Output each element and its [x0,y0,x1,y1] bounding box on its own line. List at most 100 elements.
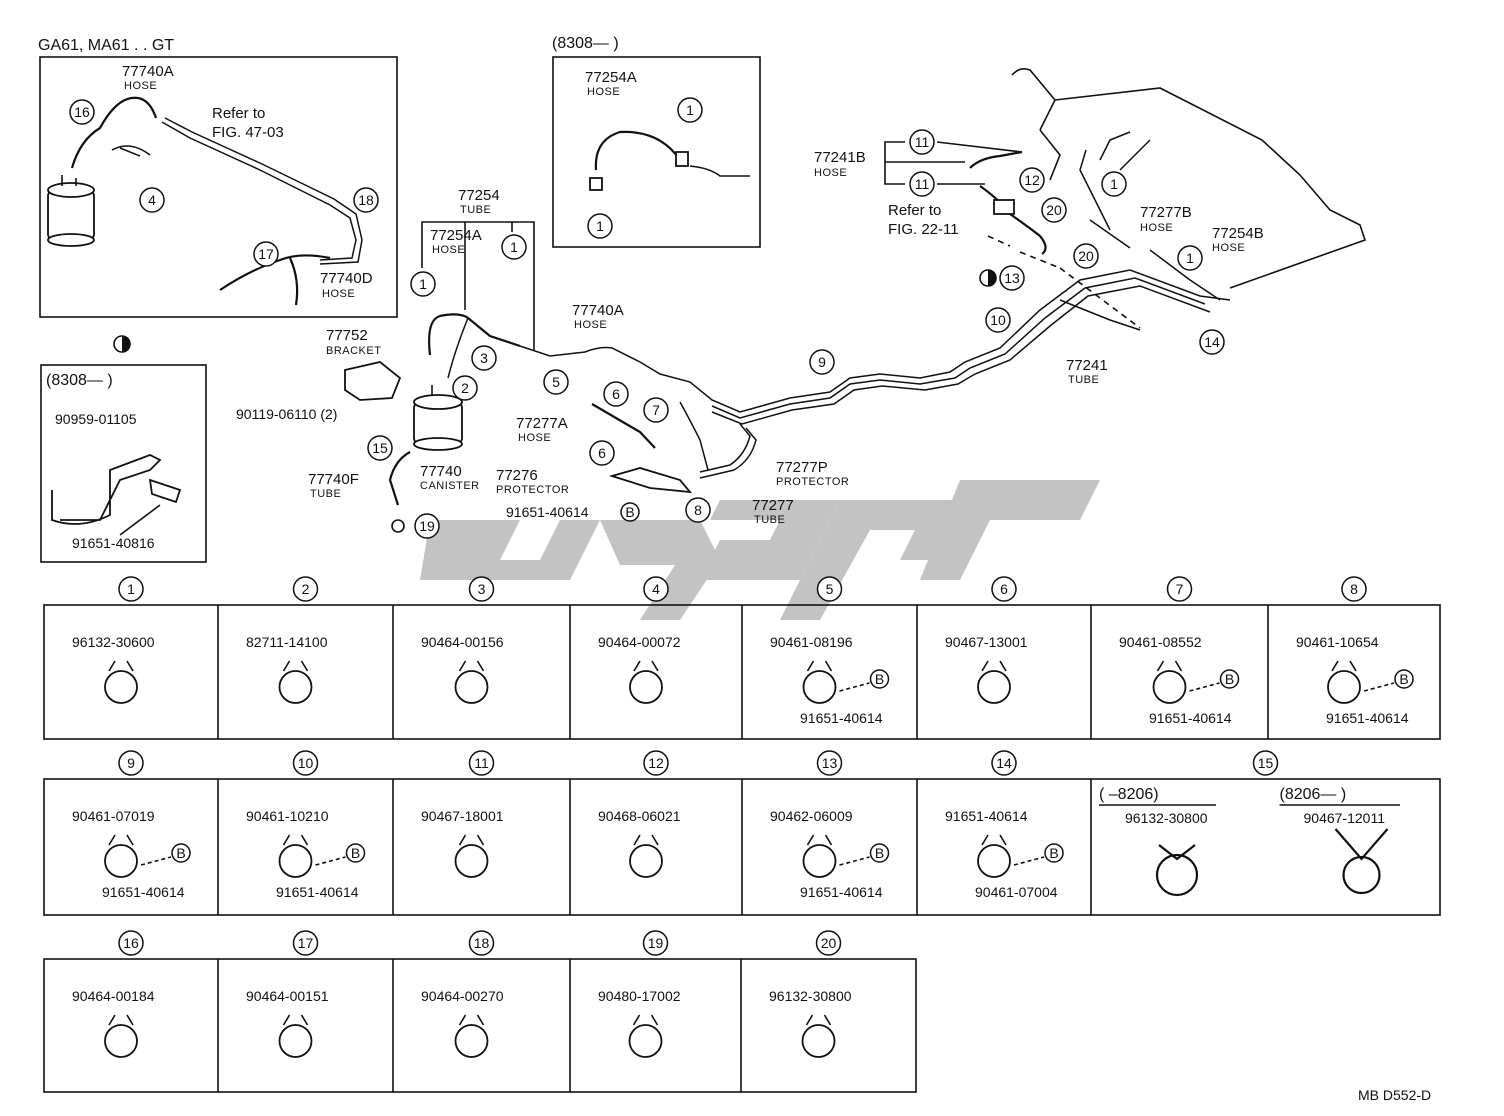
bolt-label: 90119-06110 (2) [236,406,337,422]
hose-77277a-label: 77277A [516,415,568,432]
callout-18: 18 [353,187,379,213]
svg-text:7: 7 [652,402,660,418]
table-callout-8: 8 [1341,576,1367,602]
table-callout-12: 12 [643,750,669,776]
callout-17: 17 [253,241,279,267]
part-number: 90468-06021 [598,808,681,824]
svg-text:10: 10 [990,312,1006,328]
callout-19: 19 [391,513,440,539]
callout-1c: 1 [410,271,436,297]
left-small-inset: (8308— ) 90959-01105 91651-40816 [40,335,207,563]
part-number: 90464-00270 [421,988,504,1004]
svg-text:14: 14 [1204,334,1220,350]
part-number: 90464-00184 [72,988,155,1004]
callout-5: 5 [543,369,569,395]
svg-text:17: 17 [298,935,314,951]
svg-text:8: 8 [1350,581,1358,597]
table-cell-16: 90464-00184 [72,988,155,1058]
table-callout-7: 7 [1166,576,1193,602]
svg-text:1: 1 [419,276,427,292]
table-callout-6: 6 [991,576,1017,602]
svg-text:2: 2 [302,581,310,597]
svg-text:TUBE: TUBE [310,488,341,500]
svg-text:3: 3 [480,350,488,366]
svg-text:TUBE: TUBE [1068,374,1099,386]
part-number: 90480-17002 [598,988,681,1004]
table-callout-14: 14 [991,750,1017,776]
svg-text:HOSE: HOSE [518,432,551,444]
part-number: 90467-12011 [1304,810,1386,826]
svg-text:5: 5 [552,374,560,390]
svg-text:1: 1 [596,218,604,234]
svg-text:HOSE: HOSE [574,319,607,331]
part-number: 90464-00151 [246,988,329,1004]
svg-text:10: 10 [298,755,314,771]
watermark-logo [420,480,1100,620]
table-callout-11: 11 [468,750,495,776]
callout-10: 10 [985,307,1011,333]
part-number: 90462-06009 [770,808,853,824]
svg-text:B: B [625,504,634,520]
svg-text:11: 11 [915,134,930,150]
svg-text:TUBE: TUBE [460,204,491,216]
inset-title: GA61, MA61 . . GT [38,37,174,54]
table-callout-13: 13 [816,750,843,776]
svg-text:11: 11 [474,755,489,771]
date-range-label: (8206— ) [1280,786,1347,803]
svg-text:20: 20 [821,935,837,951]
svg-text:2: 2 [461,380,469,396]
table-callout-10: 10 [292,750,319,776]
part-number: 90461-07019 [72,808,155,824]
hose-77740d-name: HOSE [322,288,355,300]
svg-text:9: 9 [127,755,135,771]
svg-text:14: 14 [996,755,1012,771]
tube-77740f-label: 77740F [308,471,359,488]
inset-title-8308: (8308— ) [552,35,619,52]
callout-20b: 20 [1073,243,1099,269]
svg-text:18: 18 [358,192,374,208]
hose-77740a-main-label: 77740A [572,302,624,319]
callout-1b: 1 [587,213,613,239]
callout-11b: 11 [909,171,935,197]
protector-77276-label: 77276 [496,467,538,484]
svg-text:HOSE: HOSE [432,244,465,256]
svg-text:7: 7 [1176,581,1184,597]
callout-3: 3 [471,345,497,371]
svg-text:B: B [875,671,884,687]
table-cell-15: ( –8206)96132-30800(8206— )90467-12011 [1099,786,1400,897]
svg-text:18: 18 [474,935,490,951]
svg-text:5: 5 [826,581,834,597]
part-number: 90461-08552 [1119,634,1202,650]
hose-77254b-label: 77254B [1212,225,1264,242]
table-cell-6: 90467-13001 [945,634,1028,704]
part-number: 90467-13001 [945,634,1028,650]
part-number: 91651-40614 [800,710,883,726]
part-number: 90464-00072 [598,634,681,650]
callout-11a: 11 [909,129,935,155]
svg-text:6: 6 [612,386,620,402]
canister-77740-label: 77740 [420,463,462,480]
callout-1d: 1 [501,234,527,260]
table-callout-16: 16 [118,930,144,956]
hose-77740a-name: HOSE [124,80,157,92]
part-number: 91651-40614 [800,884,883,900]
svg-text:B: B [1225,671,1234,687]
hose-77254a-label: 77254A [585,69,637,86]
table-cell-3: 90464-00156 [421,634,504,704]
svg-text:15: 15 [372,440,388,456]
table-callout-19: 19 [642,930,669,956]
table-callout-4: 4 [643,576,669,602]
svg-text:17: 17 [258,246,274,262]
svg-text:B: B [1399,671,1408,687]
table-cell-19: 90480-17002 [598,988,681,1058]
tube-77277-label: 77277 [752,497,794,514]
page-code: MB D552-D [1358,1087,1431,1103]
svg-text:12: 12 [1024,172,1040,188]
callout-9: 9 [809,349,835,375]
refer-fig: FIG. 47-03 [212,124,284,141]
part-number: 96132-30800 [769,988,852,1004]
